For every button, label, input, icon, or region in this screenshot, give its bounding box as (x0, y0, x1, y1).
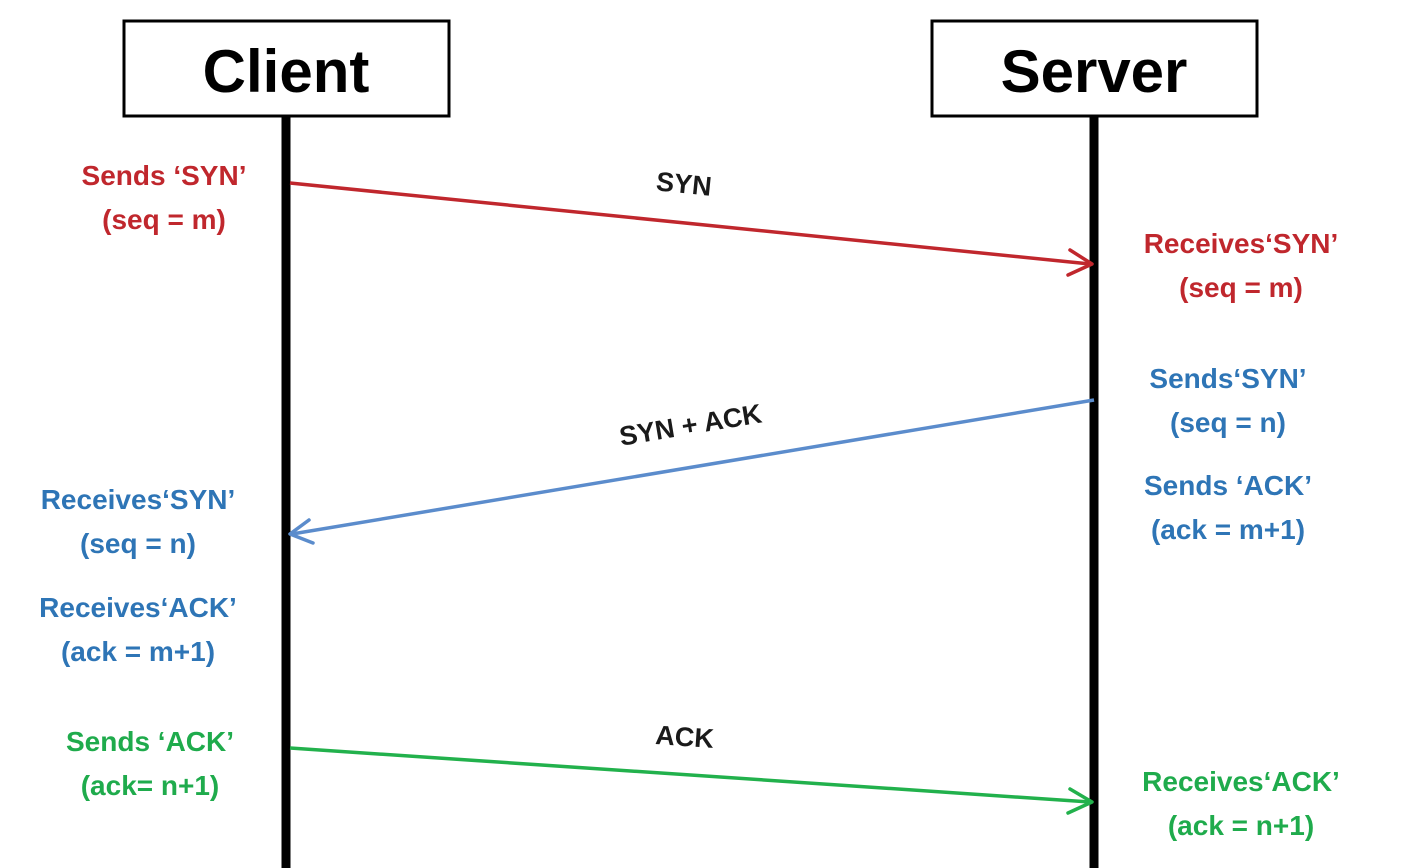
note-line: (ack = m+1) (1151, 514, 1305, 545)
synack-message: SYN + ACK (288, 398, 1095, 545)
ack-message: ACK (289, 720, 1094, 815)
note-line: Sends‘SYN’ (1149, 363, 1306, 394)
note-line: (seq = m) (102, 204, 226, 235)
note-line: (ack = n+1) (1168, 810, 1314, 841)
note-line: Sends ‘SYN’ (82, 160, 247, 191)
ack-label: ACK (654, 720, 715, 754)
synack-label: SYN + ACK (617, 398, 764, 451)
note-line: (seq = m) (1179, 272, 1303, 303)
note-server-receives-syn: Receives‘SYN’ (seq = m) (1144, 228, 1339, 303)
client-box (122, 19, 451, 118)
ack-arrow-line (289, 746, 1091, 804)
note-line: (seq = n) (80, 528, 196, 559)
note-server-sends-syn: Sends‘SYN’ (seq = n) (1149, 363, 1306, 438)
note-line: (seq = n) (1170, 407, 1286, 438)
note-line: Receives‘SYN’ (41, 484, 236, 515)
client-actor: Client (122, 19, 451, 118)
note-line: Sends ‘ACK’ (66, 726, 234, 757)
note-client-receives-ack: Receives‘ACK’ (ack = m+1) (39, 592, 237, 667)
syn-message: SYN (289, 166, 1094, 277)
note-server-sends-ack: Sends ‘ACK’ (ack = m+1) (1144, 470, 1312, 545)
note-client-receives-syn: Receives‘SYN’ (seq = n) (41, 484, 236, 559)
note-client-sends-ack: Sends ‘ACK’ (ack= n+1) (66, 726, 234, 801)
ack-arrowhead (1066, 787, 1094, 815)
note-line: Receives‘ACK’ (39, 592, 237, 623)
note-server-receives-ack: Receives‘ACK’ (ack = n+1) (1142, 766, 1340, 841)
note-line: (ack= n+1) (81, 770, 220, 801)
client-label: Client (203, 38, 370, 105)
note-line: (ack = m+1) (61, 636, 215, 667)
note-line: Receives‘ACK’ (1142, 766, 1340, 797)
server-box (930, 19, 1259, 118)
syn-label: SYN (655, 166, 713, 201)
server-label: Server (1001, 38, 1188, 105)
synack-arrowhead (288, 518, 315, 545)
note-line: Receives‘SYN’ (1144, 228, 1339, 259)
note-line: Sends ‘ACK’ (1144, 470, 1312, 501)
syn-arrow-line (289, 181, 1091, 266)
server-actor: Server (930, 19, 1259, 118)
synack-arrow-line (291, 398, 1095, 536)
syn-arrowhead (1066, 248, 1094, 277)
note-client-sends-syn: Sends ‘SYN’ (seq = m) (82, 160, 247, 235)
